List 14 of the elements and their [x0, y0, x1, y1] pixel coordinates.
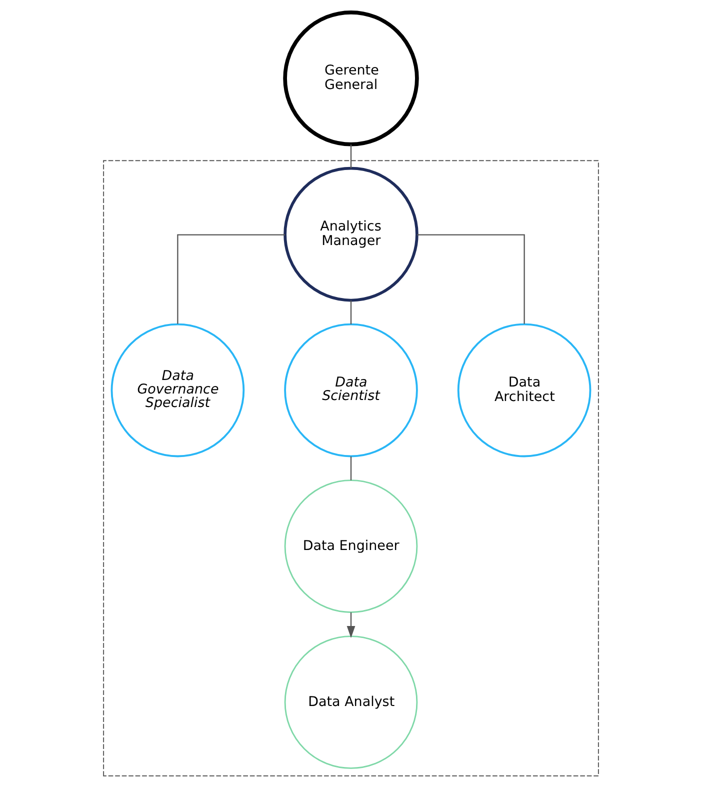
connector [350, 456, 352, 480]
cluster [102, 160, 598, 776]
connector [416, 234, 524, 324]
connector [350, 300, 352, 324]
node-circle: Analytics Manager [283, 166, 418, 302]
connector [176, 234, 284, 324]
node-circle: Gerente General [282, 10, 418, 146]
node-circle: Data Analyst [284, 636, 418, 769]
connector [350, 144, 352, 168]
node-circle: Data Scientist [284, 323, 418, 458]
arrow [346, 612, 355, 638]
node-circle: Data Engineer [284, 480, 418, 613]
node-circle: Data Architect [456, 323, 591, 458]
node-circle: Data Governance Specialist [110, 323, 244, 458]
